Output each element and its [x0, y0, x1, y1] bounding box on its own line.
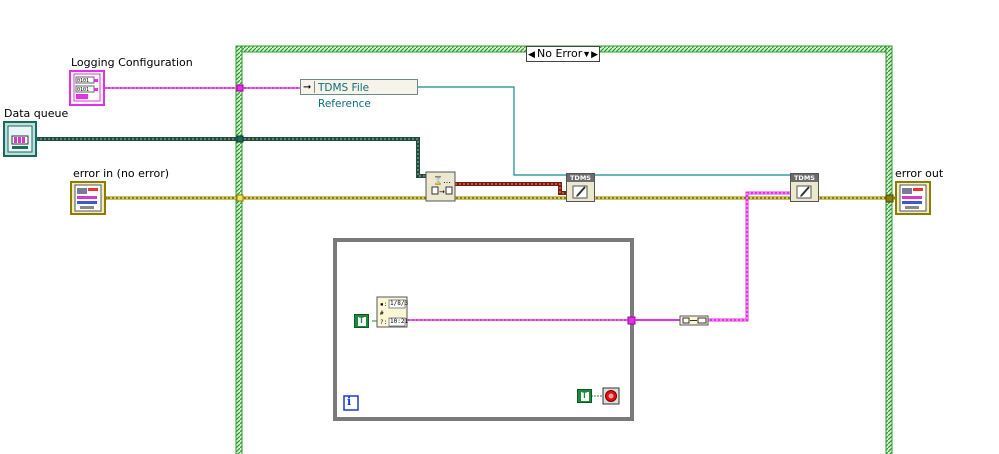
true-constant-label: T [357, 316, 366, 326]
logging-config-wire [106, 84, 300, 92]
true-constant-1[interactable]: T [354, 314, 369, 328]
error-in-tunnel [236, 194, 244, 202]
true-constant-label-2: T [580, 391, 589, 401]
error-out-label: error out [895, 167, 944, 180]
build-array-node[interactable] [679, 315, 709, 326]
data-queue-control[interactable] [3, 121, 40, 157]
tdms-file-reference-label: TDMS File Reference [318, 82, 371, 110]
while-loop [333, 238, 634, 421]
svg-text:⌛…: ⌛… [433, 175, 451, 185]
logging-configuration-control[interactable]: 0101 0101 [69, 70, 107, 106]
tdms-file-reference-terminal[interactable]: ➞ TDMS File Reference [300, 79, 418, 110]
iteration-terminal [343, 395, 359, 411]
format-date-time-node[interactable]: ▪: # ?: [372, 296, 408, 328]
case-selector-value: No Error [537, 47, 583, 60]
logging-configuration-label: Logging Configuration [71, 56, 193, 69]
svg-text:?:: ?: [380, 319, 387, 326]
iteration-terminal-label: i [347, 395, 352, 408]
error-out-tunnel [885, 194, 894, 203]
tdms-write-node-1[interactable]: TDMS [566, 173, 595, 202]
data-queue-label: Data queue [4, 107, 69, 120]
pencil-icon-2 [796, 185, 812, 199]
svg-text:▪:: ▪: [380, 301, 387, 308]
case-selector[interactable]: ◀ No Error ▼▶ [526, 46, 600, 62]
svg-text:0101: 0101 [77, 78, 89, 84]
svg-text:#: # [380, 310, 384, 317]
case-prev-icon[interactable]: ◀ [528, 49, 535, 59]
loop-condition-terminal[interactable] [591, 387, 620, 405]
error-in-label: error in (no error) [73, 167, 170, 180]
arrow-right-icon: ➞ [303, 82, 312, 93]
svg-text:0101: 0101 [77, 87, 89, 93]
svg-text:→: → [439, 188, 445, 196]
time-field: 10:21 [390, 318, 409, 325]
true-constant-2[interactable]: T [577, 389, 592, 403]
error-out-indicator[interactable] [895, 181, 931, 215]
timestamp-string-wire [406, 191, 790, 325]
tdms-node-header-2: TDMS [791, 174, 818, 182]
date-field: 1/8/3 [390, 300, 409, 307]
dequeue-data-wire [455, 182, 566, 195]
case-next-icon[interactable]: ▼▶ [582, 49, 598, 59]
tdms-refnum-wire [418, 86, 580, 176]
pencil-icon [572, 185, 588, 199]
dequeue-element-node[interactable]: ⌛… → [425, 171, 456, 202]
tdms-write-node-2[interactable]: TDMS [790, 173, 819, 202]
queue-wire [36, 135, 428, 178]
tdms-node-header: TDMS [567, 174, 594, 182]
error-in-control[interactable] [70, 181, 108, 215]
